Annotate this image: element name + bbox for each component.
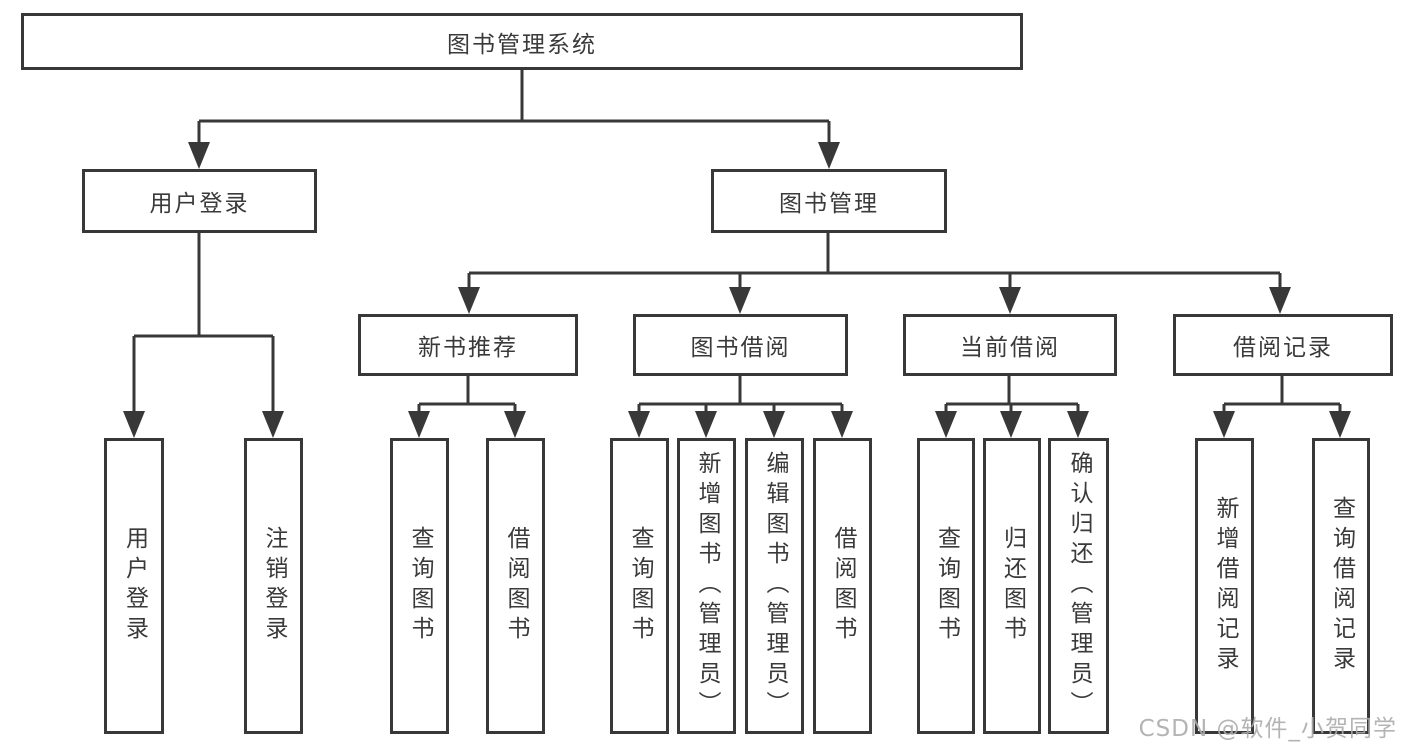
node-book-borrow: 图书借阅 [633, 314, 848, 376]
leaf-logout: 注销登录 [244, 438, 303, 734]
leaf-query-borrow-record: 查询借阅记录 [1312, 438, 1370, 734]
node-new-book-recommend-label: 新书推荐 [418, 335, 518, 361]
node-new-book-recommend: 新书推荐 [358, 314, 578, 376]
node-book-borrow-label: 图书借阅 [690, 335, 791, 361]
node-root: 图书管理系统 [21, 13, 1023, 70]
leaf-add-book-admin: 新增图书（管理员） [677, 438, 736, 734]
leaf-add-borrow-record-label: 新增借阅记录 [1212, 496, 1238, 676]
leaf-return-book-label: 归还图书 [999, 526, 1026, 646]
node-borrow-records-label: 借阅记录 [1233, 335, 1333, 361]
leaf-query-books-current: 查询图书 [917, 438, 975, 734]
node-root-label: 图书管理系统 [447, 31, 597, 58]
leaf-edit-book-admin-label: 编辑图书（管理员） [762, 451, 788, 721]
leaf-logout-label: 注销登录 [261, 526, 287, 646]
leaf-edit-book-admin: 编辑图书（管理员） [745, 438, 804, 734]
leaf-borrow-books-recommend: 借阅图书 [486, 438, 545, 734]
node-current-borrow-label: 当前借阅 [960, 335, 1060, 361]
leaf-query-borrow-record-label: 查询借阅记录 [1328, 496, 1355, 676]
leaf-return-book: 归还图书 [983, 438, 1041, 734]
node-book-management-label: 图书管理 [779, 191, 879, 217]
node-user-login: 用户登录 [82, 169, 317, 233]
leaf-add-borrow-record: 新增借阅记录 [1195, 438, 1254, 734]
leaf-confirm-return-admin: 确认归还（管理员） [1048, 438, 1109, 734]
leaf-add-book-admin-label: 新增图书（管理员） [694, 451, 720, 721]
node-borrow-records: 借阅记录 [1173, 314, 1393, 376]
leaf-user-login: 用户登录 [104, 438, 164, 734]
leaf-query-books-recommend-label: 查询图书 [407, 526, 433, 646]
leaf-user-login-label: 用户登录 [121, 526, 148, 646]
leaf-borrow-books-label: 借阅图书 [830, 526, 856, 646]
leaf-borrow-books: 借阅图书 [813, 438, 872, 734]
node-user-login-label: 用户登录 [149, 191, 250, 217]
leaf-borrow-books-recommend-label: 借阅图书 [503, 526, 529, 646]
leaf-query-books-recommend: 查询图书 [390, 438, 449, 734]
node-current-borrow: 当前借阅 [903, 314, 1117, 376]
leaf-confirm-return-admin-label: 确认归还（管理员） [1066, 451, 1092, 721]
leaf-query-books-borrow-label: 查询图书 [627, 526, 653, 646]
leaf-query-books-current-label: 查询图书 [933, 526, 960, 646]
node-book-management: 图书管理 [711, 169, 947, 233]
leaf-query-books-borrow: 查询图书 [610, 438, 669, 734]
